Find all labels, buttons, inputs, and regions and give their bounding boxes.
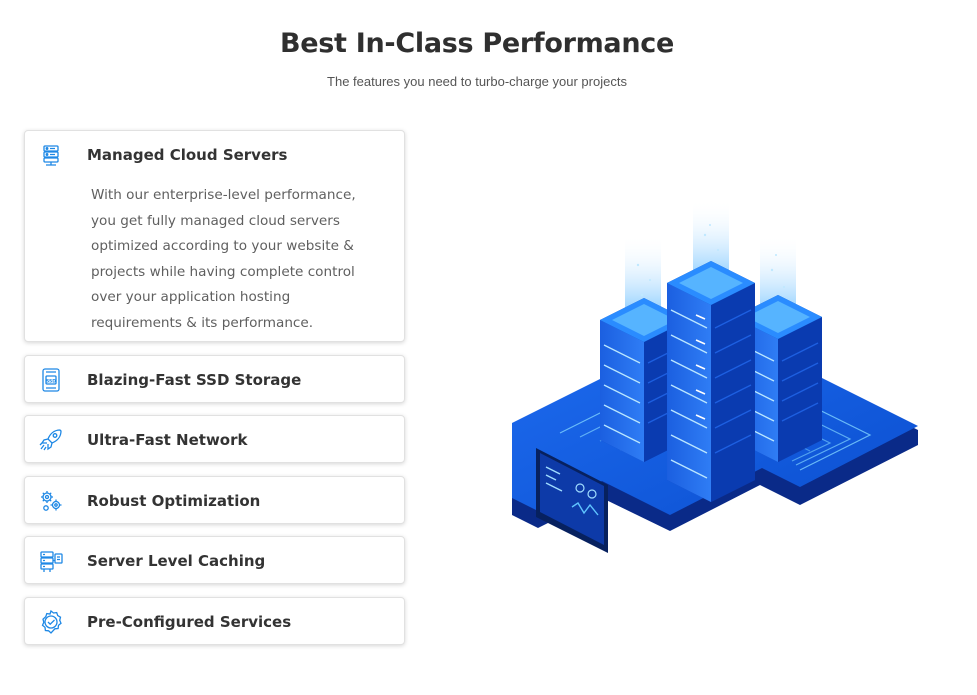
- accordion-item-ultra-fast-network[interactable]: Ultra-Fast Network: [24, 415, 405, 464]
- accordion-description: With our enterprise-level performance, y…: [91, 187, 356, 331]
- accordion-item-ssd-storage[interactable]: SSD Blazing-Fast SSD Storage: [24, 354, 405, 403]
- cloud-server-icon: [38, 142, 64, 168]
- accordion-title: Ultra-Fast Network: [87, 431, 248, 450]
- accordion-item-managed-cloud-servers[interactable]: Managed Cloud Servers With our enterpris…: [24, 130, 405, 342]
- accordion-title: Robust Optimization: [87, 491, 261, 510]
- section-subtitle: The features you need to turbo-charge yo…: [327, 74, 627, 89]
- features-accordion: Managed Cloud Servers With our enterpris…: [24, 130, 405, 658]
- isometric-server-racks-illustration: [500, 195, 925, 575]
- accordion-title: Pre-Configured Services: [87, 612, 292, 631]
- accordion-title: Managed Cloud Servers: [87, 146, 288, 164]
- gears-icon: [38, 488, 64, 514]
- rocket-icon: [38, 427, 64, 453]
- section-title: Best In-Class Performance: [280, 28, 674, 59]
- accordion-item-pre-configured-services[interactable]: Pre-Configured Services: [24, 596, 405, 645]
- ssd-icon: SSD: [38, 367, 64, 393]
- svg-text:SSD: SSD: [46, 378, 56, 384]
- accordion-item-server-level-caching[interactable]: Server Level Caching: [24, 536, 405, 585]
- accordion-title: Blazing-Fast SSD Storage: [87, 370, 302, 389]
- server-cache-icon: [38, 548, 64, 574]
- accordion-item-robust-optimization[interactable]: Robust Optimization: [24, 475, 405, 524]
- badge-check-icon: [38, 609, 64, 635]
- section-header: Best In-Class Performance The features y…: [0, 28, 954, 89]
- accordion-title: Server Level Caching: [87, 552, 266, 571]
